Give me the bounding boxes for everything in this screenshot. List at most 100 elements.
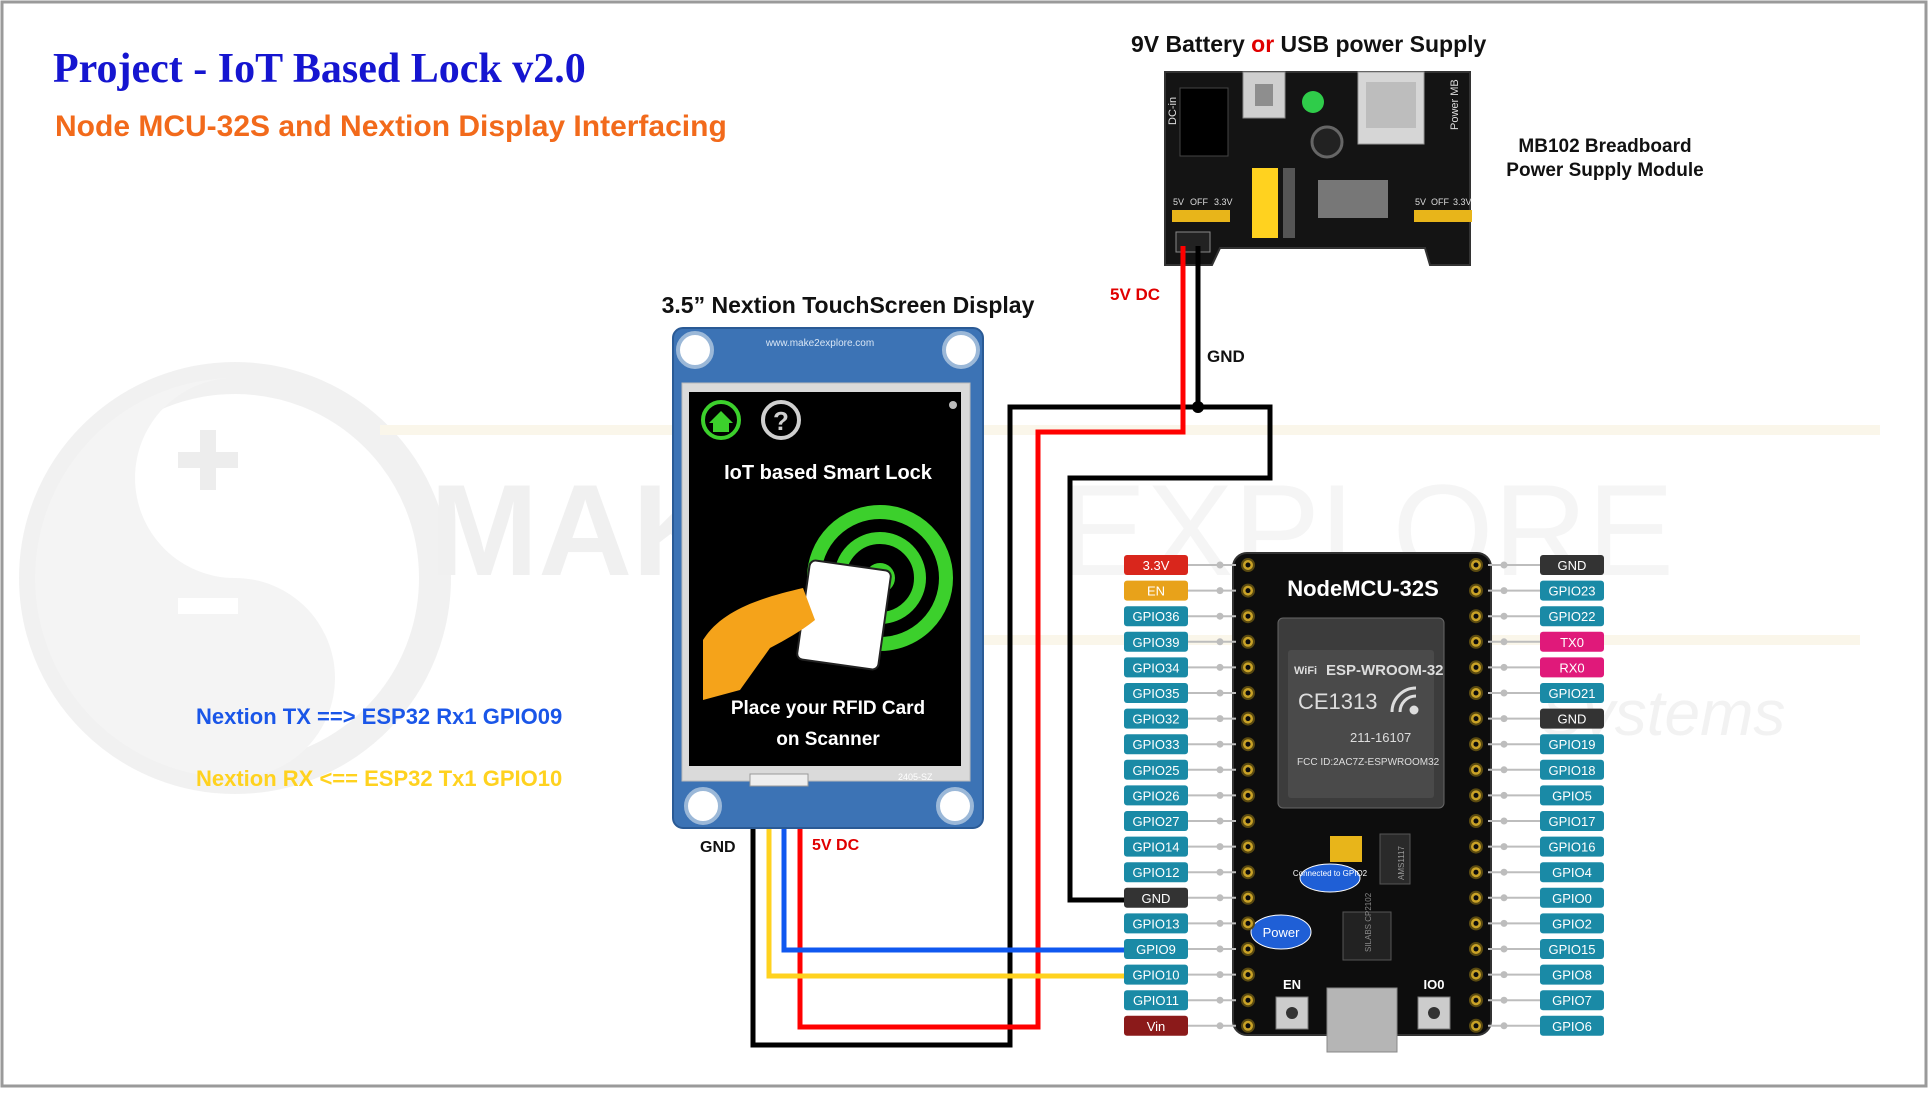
pin-label-text: GPIO23 <box>1549 584 1596 599</box>
nodemcu-32s-board: NodeMCU-32S WiFi ESP-WROOM-32 CE1313 211… <box>1232 552 1492 1053</box>
pin-right-gpio16: GPIO16 <box>1488 836 1604 857</box>
pin-label-text: GPIO35 <box>1133 686 1180 701</box>
regulator-left <box>1318 180 1354 218</box>
bubble-connected-text: Connected to GPIO2 <box>1293 869 1368 878</box>
header-pin-inner <box>1245 844 1251 850</box>
pin-label-box <box>1124 1015 1188 1036</box>
pin-left-gpio13: GPIO13 <box>1124 913 1236 934</box>
pin-label-text: GPIO10 <box>1133 968 1180 983</box>
gnd-junction <box>1192 401 1204 413</box>
pin-leader-dot <box>1216 638 1224 646</box>
pin-leader-dot <box>1500 612 1508 620</box>
pin-label-box <box>1124 836 1188 857</box>
header-pin-inner <box>1245 946 1251 952</box>
header-pin-inner <box>1473 690 1479 696</box>
pin-right-rx0: RX0 <box>1488 657 1604 678</box>
mount-hole-tl <box>676 331 714 369</box>
pin-label-box <box>1540 606 1604 627</box>
header-pin-inner <box>1245 639 1251 645</box>
pin-left-gnd: GND <box>1124 887 1236 908</box>
pin-leader-dot <box>1216 817 1224 825</box>
wifi-icon <box>1390 686 1419 715</box>
pin-label-text: GPIO9 <box>1136 942 1176 957</box>
pin-leader-dot <box>1500 971 1508 979</box>
esp-right-pin-labels: GNDGPIO23GPIO22TX0RX0GPIO21GNDGPIO19GPIO… <box>1488 555 1604 1036</box>
wire-rx-gpio10 <box>766 783 1124 979</box>
hand-shape <box>703 588 815 700</box>
esp-board-title: NodeMCU-32S <box>1287 576 1439 601</box>
pin-label-text: TX0 <box>1560 635 1584 650</box>
pin-label-text: GPIO13 <box>1133 916 1180 931</box>
header-pin-inner <box>1245 716 1251 722</box>
pin-left-gpio12: GPIO12 <box>1124 862 1236 883</box>
pin-leader-dot <box>1500 561 1508 569</box>
screen-title: IoT based Smart Lock <box>724 462 933 484</box>
pin-right-gpio7: GPIO7 <box>1488 990 1604 1011</box>
help-icon[interactable]: ? <box>761 400 801 440</box>
page-subtitle: Node MCU-32S and Nextion Display Interfa… <box>55 110 727 143</box>
pin-leader-dot <box>1216 791 1224 799</box>
header-pin-inner <box>1245 869 1251 875</box>
esp-ce-mark: CE1313 <box>1298 689 1378 714</box>
header-pin-inner <box>1473 946 1479 952</box>
bubble-power <box>1250 914 1312 950</box>
pin-left-gpio11: GPIO11 <box>1124 990 1236 1011</box>
power-source-label: 9V Battery or USB power Supply <box>1131 31 1487 57</box>
wire-gnd-esp <box>1067 404 1273 903</box>
pin-right-gpio19: GPIO19 <box>1488 734 1604 755</box>
pin-label-box <box>1540 887 1604 908</box>
pin-label-box <box>1540 939 1604 959</box>
header-pin-inner <box>1473 767 1479 773</box>
capacitor <box>1310 125 1344 159</box>
pin-label-text: GPIO26 <box>1133 788 1180 803</box>
wire-gnd-display <box>750 246 1201 1048</box>
pin-label-text: GPIO2 <box>1552 916 1592 931</box>
pin-label-text: GPIO25 <box>1133 763 1180 778</box>
pin-right-gpio0: GPIO0 <box>1488 887 1604 908</box>
screen-message-1: Place your RFID Card <box>731 698 925 719</box>
pin-leader-dot <box>1216 561 1224 569</box>
header-pin-inner <box>1245 792 1251 798</box>
pin-leader-dot <box>1500 791 1508 799</box>
pin-label-box <box>1540 631 1604 652</box>
pin-label-box <box>1124 990 1188 1011</box>
pin-label-box <box>1540 990 1604 1011</box>
wires <box>750 246 1273 1048</box>
home-icon[interactable] <box>701 400 741 440</box>
pin-label-box <box>1124 580 1188 601</box>
pin-right-tx0: TX0 <box>1488 631 1604 652</box>
esp-r-code: 211-16107 <box>1350 730 1411 745</box>
pin-leader-dot <box>1500 663 1508 671</box>
pin-leader-dot <box>1216 587 1224 595</box>
pin-right-gpio2: GPIO2 <box>1488 913 1604 934</box>
pin-label-box <box>1124 555 1188 575</box>
pin-leader-dot <box>1500 945 1508 953</box>
pin-label-text: GPIO19 <box>1549 737 1596 752</box>
pin-right-gpio21: GPIO21 <box>1488 683 1604 703</box>
dcin-silk: DC-in <box>1167 97 1179 125</box>
pin-label-text: GPIO4 <box>1552 865 1592 880</box>
pin-label-text: GPIO18 <box>1549 763 1596 778</box>
header-pin-inner <box>1473 716 1479 722</box>
pin-right-gpio22: GPIO22 <box>1488 606 1604 627</box>
usb-port-inner <box>1366 82 1416 128</box>
header-pin-inner <box>1473 792 1479 798</box>
pin-leader-dot <box>1500 587 1508 595</box>
pin-label-box <box>1540 759 1604 780</box>
pin-left-33v: 3.3V <box>1124 555 1236 575</box>
header-pin-inner <box>1473 997 1479 1003</box>
cp2102-chip <box>1342 911 1392 961</box>
mb102-power-module: DC-in Power MB 5V OFF 3.3V 5V OFF 3.3V <box>1164 71 1472 266</box>
wire-label-gnd-top: GND <box>1207 347 1245 366</box>
cp2102-silk: SILABS CP2102 <box>1364 892 1373 952</box>
pin-left-gpio27: GPIO27 <box>1124 811 1236 831</box>
pin-label-text: GPIO22 <box>1549 609 1596 624</box>
display-url: www.make2explore.com <box>765 338 874 349</box>
pin-label-box <box>1540 708 1604 729</box>
esp-left-pin-labels: 3.3VENGPIO36GPIO39GPIO34GPIO35GPIO32GPIO… <box>1124 555 1236 1036</box>
pin-right-gnd: GND <box>1488 708 1604 729</box>
silk-off-left: OFF <box>1190 197 1208 207</box>
pin-leader-dot <box>1500 740 1508 748</box>
header-pin-inner <box>1245 613 1251 619</box>
pin-left-gpio39: GPIO39 <box>1124 631 1236 652</box>
